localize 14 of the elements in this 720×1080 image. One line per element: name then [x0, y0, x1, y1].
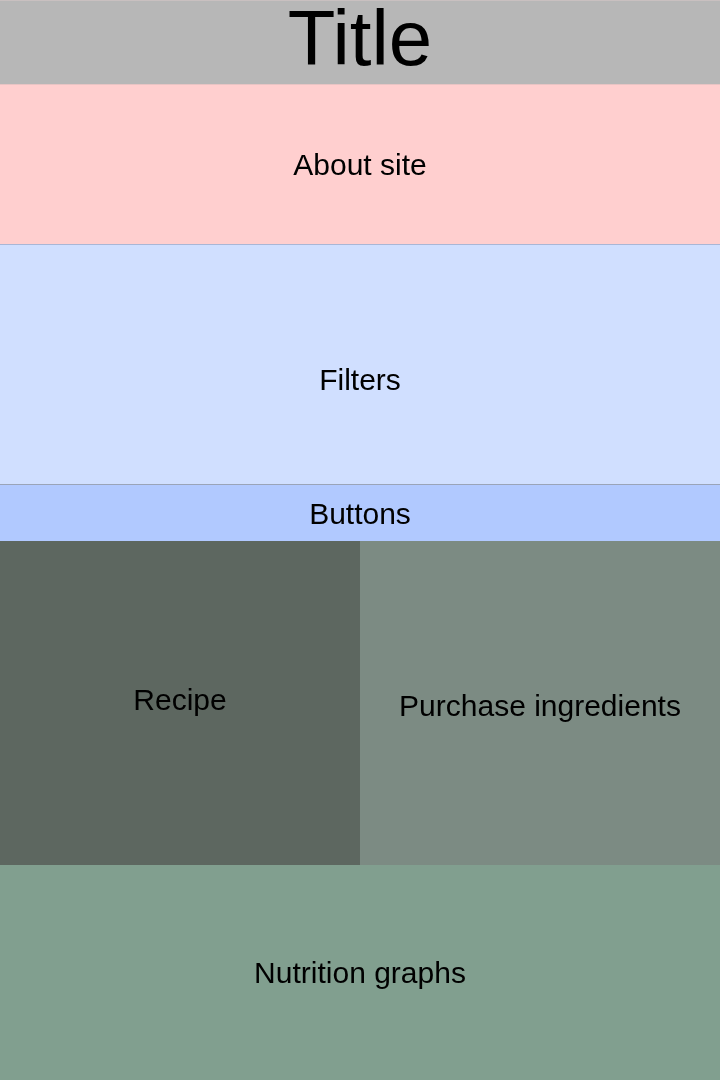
header-band	[0, 0, 720, 84]
section-label: Purchase ingredients	[399, 688, 681, 722]
footer-band	[0, 865, 720, 1080]
button-bar	[0, 484, 720, 541]
page-title: Title	[287, 0, 433, 82]
content-panel	[360, 541, 720, 865]
section-band	[0, 84, 720, 244]
section-band	[0, 244, 720, 484]
section-label: Nutrition graphs	[254, 956, 466, 989]
section-label: About site	[293, 148, 427, 181]
section-label: Recipe	[133, 682, 227, 716]
section-label: Filters	[319, 363, 401, 396]
section-label: Buttons	[309, 496, 411, 530]
content-panel	[0, 541, 360, 865]
